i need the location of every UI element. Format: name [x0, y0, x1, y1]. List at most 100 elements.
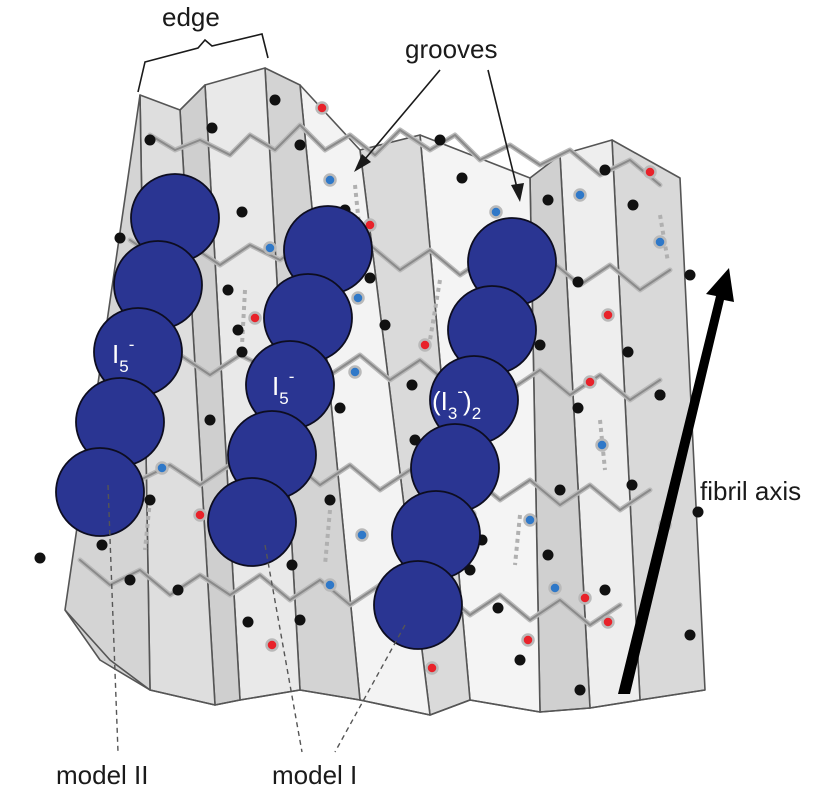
carbon-atom: [242, 616, 254, 628]
nitrogen-atom: [323, 578, 337, 592]
ion-label-left: I5-: [112, 335, 134, 376]
carbon-atom: [534, 339, 546, 351]
hydrogen-bond: [323, 509, 332, 566]
carbon-atom: [124, 574, 136, 586]
carbon-atom: [406, 379, 418, 391]
carbon-atom: [204, 414, 216, 426]
fibril-axis-arrow: [618, 268, 734, 694]
carbon-atom: [334, 402, 346, 414]
nitrogen-atom: [323, 173, 337, 187]
carbon-atom: [236, 206, 248, 218]
carbon-atom: [286, 559, 298, 571]
carbon-atom: [364, 272, 376, 284]
carbon-atom: [144, 134, 156, 146]
carbon-atom: [294, 139, 306, 151]
oxygen-atom: [578, 591, 592, 605]
sheet-bottom-edge: [64, 609, 706, 716]
groove-arrow-left: [359, 69, 441, 166]
carbon-atom: [626, 479, 638, 491]
carbon-atom: [599, 164, 611, 176]
groove-arrow-right: [487, 69, 519, 193]
carbon-atom: [692, 506, 704, 518]
oxygen-atom: [315, 101, 329, 115]
hydrogen-bond: [428, 279, 442, 341]
annotations: edge grooves fibril axis model II model …: [56, 2, 801, 790]
carbon-atom: [554, 484, 566, 496]
arrowhead: [511, 183, 524, 202]
carbon-atom: [206, 122, 218, 134]
ion-label-middle: I5-: [272, 367, 294, 408]
hydrogen-bond: [143, 499, 152, 551]
oxygen-atom: [265, 638, 279, 652]
carbon-atom: [434, 134, 446, 146]
carbon-atom: [599, 584, 611, 596]
carbon-atom: [96, 539, 108, 551]
oxygen-atom: [425, 661, 439, 675]
oxygen-atom: [193, 508, 207, 522]
nitrogen-atom: [348, 365, 362, 379]
iodine-atom: [207, 477, 297, 567]
oxygen-atom: [601, 308, 615, 322]
nitrogen-atom: [573, 188, 587, 202]
carbon-atom: [572, 402, 584, 414]
nitrogen-atom: [595, 438, 609, 452]
backbone-strand: [149, 124, 661, 186]
backbone-strand: [109, 459, 651, 511]
carbon-atom: [684, 269, 696, 281]
carbon-atom: [222, 284, 234, 296]
model-ii-label: model II: [56, 760, 149, 790]
carbon-atom: [574, 684, 586, 696]
carbon-atom: [572, 276, 584, 288]
carbon-atom: [542, 549, 554, 561]
nitrogen-atom: [263, 241, 277, 255]
nitrogen-atom: [351, 291, 365, 305]
hydrogen-bond: [513, 514, 522, 566]
nitrogen-atom: [548, 581, 562, 595]
carbon-atom: [236, 346, 248, 358]
carbon-atom: [654, 389, 666, 401]
oxygen-atom: [418, 338, 432, 352]
carbon-atom: [114, 232, 126, 244]
nitrogen-atom: [653, 235, 667, 249]
nitrogen-atom: [523, 513, 537, 527]
nitrogen-atom: [155, 461, 169, 475]
carbon-atom: [269, 94, 281, 106]
backbone-strand: [79, 559, 621, 626]
oxygen-atom: [248, 311, 262, 325]
arrowhead: [354, 154, 371, 172]
carbon-atom: [172, 584, 184, 596]
edge-label: edge: [162, 2, 220, 32]
carbon-atom: [144, 494, 156, 506]
carbon-atom: [34, 552, 46, 564]
carbon-atom: [324, 494, 336, 506]
carbon-atom: [684, 629, 696, 641]
ion-label-right: (I3-)2: [432, 382, 481, 423]
hydrogen-bond: [240, 289, 247, 346]
oxygen-atom: [601, 615, 615, 629]
backbone-strand: [119, 349, 661, 401]
iodine-atom: [55, 447, 145, 537]
iodine-chain-middle: [207, 205, 373, 567]
iodine-chain-right: [373, 217, 557, 650]
model-i-leader: [264, 544, 303, 753]
carbon-atom: [409, 434, 421, 446]
nitrogen-atom: [355, 528, 369, 542]
carbon-atom: [232, 324, 244, 336]
carbon-atom: [464, 564, 476, 576]
iodine-atom: [373, 560, 463, 650]
carbon-atom: [294, 614, 306, 626]
oxygen-atom: [583, 375, 597, 389]
model-i-label: model I: [272, 760, 357, 790]
carbon-atom: [379, 319, 391, 331]
carbon-atom: [514, 654, 526, 666]
oxygen-atom: [521, 633, 535, 647]
carbon-atom: [542, 194, 554, 206]
oxygen-atom: [643, 165, 657, 179]
carbon-atom: [492, 602, 504, 614]
model-i-leader: [334, 624, 406, 753]
edge-bracket: [137, 33, 269, 93]
carbon-atom: [456, 172, 468, 184]
fibril-axis-label: fibril axis: [700, 476, 801, 506]
